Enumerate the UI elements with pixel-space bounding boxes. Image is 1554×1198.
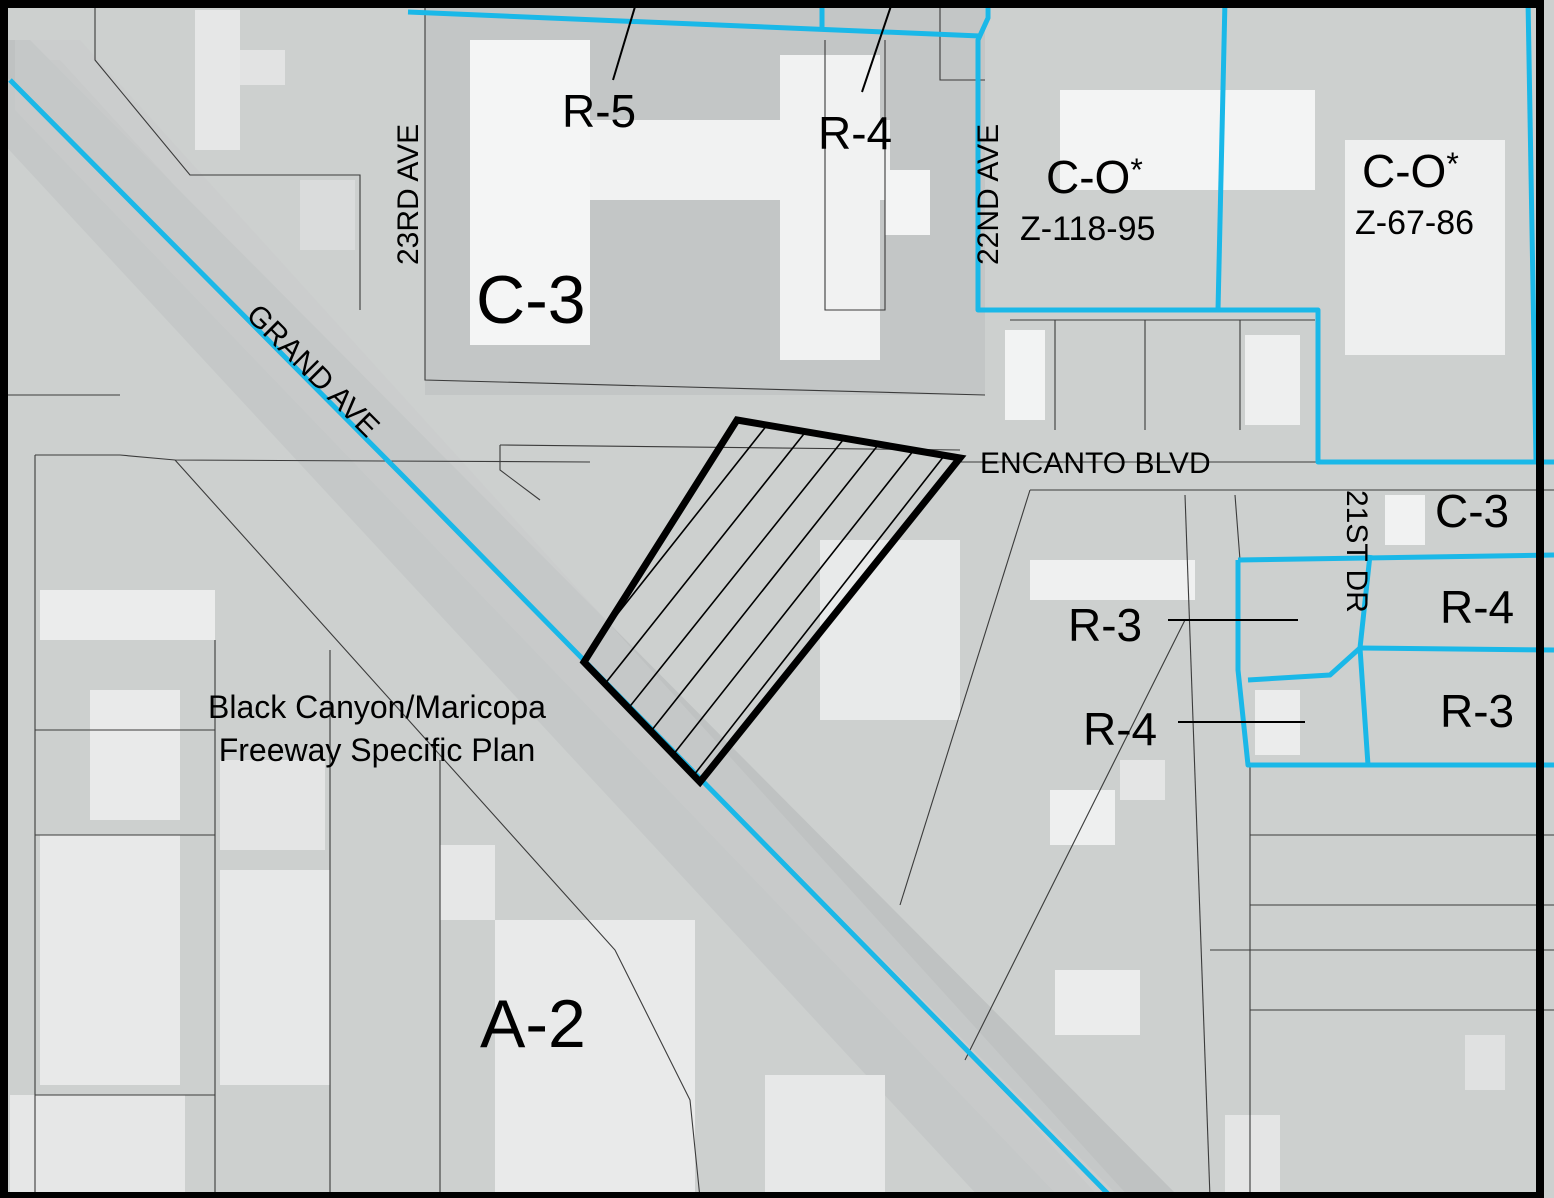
asterisk: * xyxy=(1130,152,1143,188)
case-number-z-67-86: Z-67-86 xyxy=(1355,204,1475,242)
street-label-23rd-ave: 23RD AVE xyxy=(392,123,425,265)
zone-label-co-west: C-O* xyxy=(1046,154,1143,200)
zone-label-c3-main: C-3 xyxy=(476,262,586,338)
zone-label-r4-east: R-4 xyxy=(1440,581,1515,633)
zone-label-r4-mid: R-4 xyxy=(1083,703,1158,755)
zone-label-co-east: C-O* xyxy=(1362,148,1459,194)
case-number-z-118-95: Z-118-95 xyxy=(1020,210,1156,248)
zone-label-a2: A-2 xyxy=(480,986,586,1062)
zone-label-r3-east: R-3 xyxy=(1440,685,1515,737)
zone-code: C-O xyxy=(1046,151,1131,203)
street-label-21st-dr: 21ST DR xyxy=(1340,490,1373,613)
specific-plan-line-1: Black Canyon/Maricopa xyxy=(208,689,546,725)
street-label-22nd-ave: 22ND AVE xyxy=(972,123,1005,265)
asterisk: * xyxy=(1446,146,1459,182)
specific-plan-label: Black Canyon/Maricopa Freeway Specific P… xyxy=(172,686,582,772)
zone-label-c3-east: C-3 xyxy=(1435,485,1510,537)
zone-label-r4-north: R-4 xyxy=(818,107,893,159)
street-label-encanto-blvd: ENCANTO BLVD xyxy=(980,447,1211,480)
zone-code: C-O xyxy=(1362,145,1447,197)
zone-label-r3-mid: R-3 xyxy=(1068,599,1143,651)
leader-lines xyxy=(612,0,1305,723)
zone-label-r5: R-5 xyxy=(562,85,637,137)
specific-plan-line-2: Freeway Specific Plan xyxy=(218,732,536,769)
